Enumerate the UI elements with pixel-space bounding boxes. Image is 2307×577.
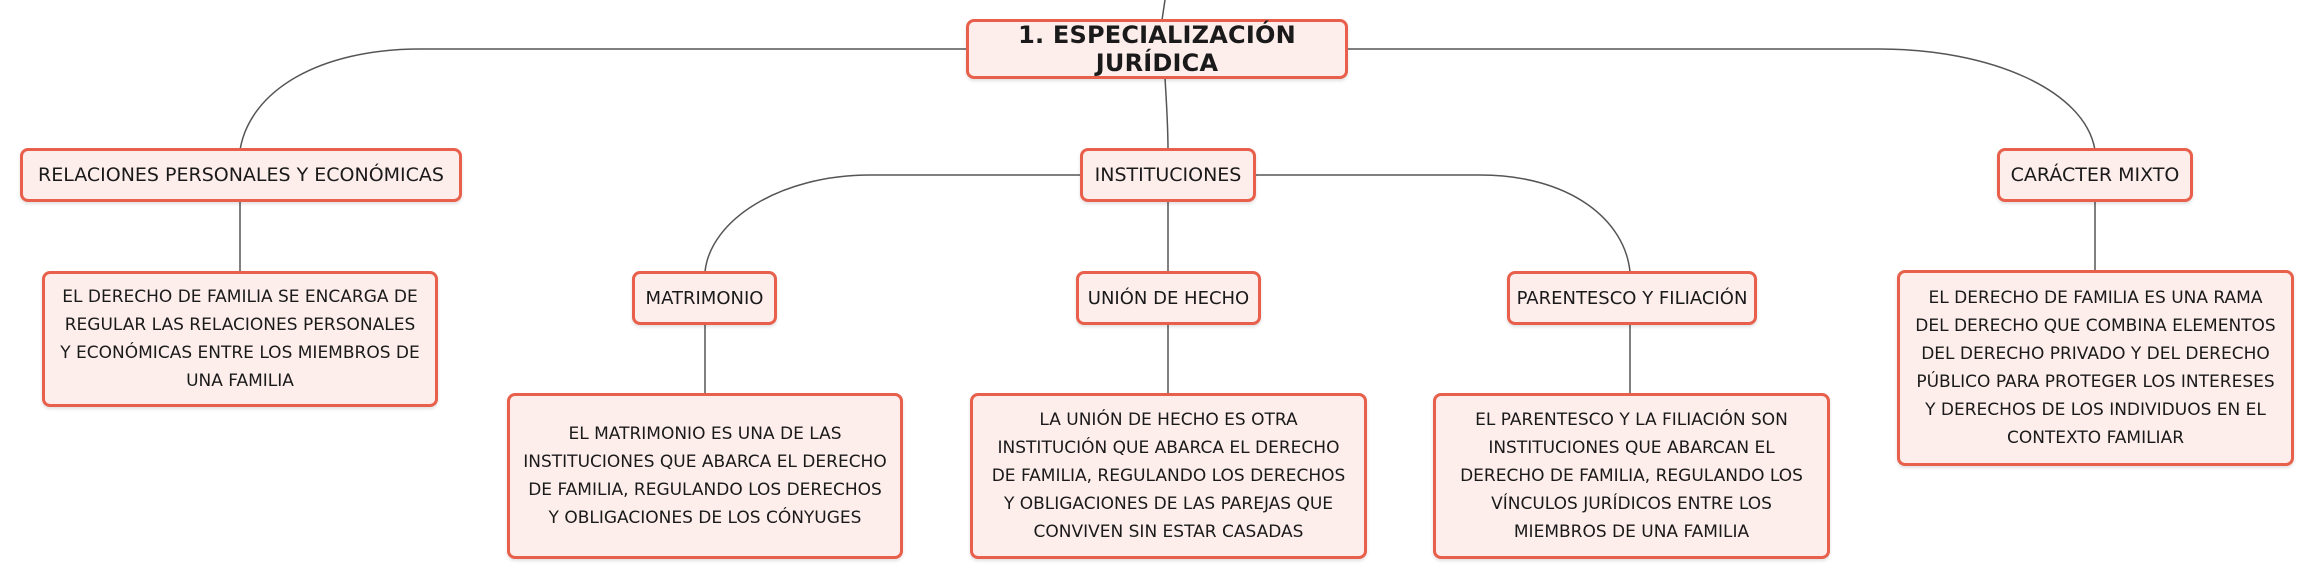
connector-parent-to-root — [1161, 0, 1166, 21]
node-matrimonio-label: MATRIMONIO — [645, 287, 764, 309]
desc-relaciones[interactable]: EL DERECHO DE FAMILIA SE ENCARGA DE REGU… — [42, 271, 438, 407]
node-caracter-mixto-label: CARÁCTER MIXTO — [2010, 164, 2180, 186]
connector-inst-matrimonio — [704, 174, 1082, 273]
node-relaciones[interactable]: RELACIONES PERSONALES Y ECONÓMICAS — [20, 148, 462, 202]
node-matrimonio[interactable]: MATRIMONIO — [632, 271, 777, 325]
node-caracter-mixto[interactable]: CARÁCTER MIXTO — [1997, 148, 2193, 202]
node-union-de-hecho-label: UNIÓN DE HECHO — [1087, 287, 1250, 309]
node-parentesco[interactable]: PARENTESCO Y FILIACIÓN — [1507, 271, 1757, 325]
desc-caracter-mixto[interactable]: EL DERECHO DE FAMILIA ES UNA RAMA DEL DE… — [1897, 270, 2294, 466]
connector-root-mixto — [1348, 48, 2096, 151]
root-title: 1. ESPECIALIZACIÓN JURÍDICA — [1018, 21, 1296, 77]
connector-root-instituciones — [1164, 77, 1169, 151]
desc-matrimonio-text: EL MATRIMONIO ES UNA DE LAS INSTITUCIONE… — [523, 424, 887, 528]
desc-parentesco-text: EL PARENTESCO Y LA FILIACIÓN SON INSTITU… — [1460, 410, 1803, 542]
desc-caracter-mixto-text: EL DERECHO DE FAMILIA ES UNA RAMA DEL DE… — [1915, 288, 2276, 448]
node-instituciones[interactable]: INSTITUCIONES — [1080, 148, 1256, 202]
desc-union-de-hecho-text: LA UNIÓN DE HECHO ES OTRA INSTITUCIÓN QU… — [991, 410, 1346, 542]
connector-root-relaciones — [239, 48, 970, 151]
desc-relaciones-text: EL DERECHO DE FAMILIA SE ENCARGA DE REGU… — [60, 287, 420, 391]
root-node[interactable]: 1. ESPECIALIZACIÓN JURÍDICA — [966, 19, 1348, 79]
desc-matrimonio[interactable]: EL MATRIMONIO ES UNA DE LAS INSTITUCIONE… — [507, 393, 903, 559]
node-relaciones-label: RELACIONES PERSONALES Y ECONÓMICAS — [38, 164, 444, 186]
node-parentesco-label: PARENTESCO Y FILIACIÓN — [1516, 287, 1748, 309]
node-union-de-hecho[interactable]: UNIÓN DE HECHO — [1076, 271, 1261, 325]
desc-union-de-hecho[interactable]: LA UNIÓN DE HECHO ES OTRA INSTITUCIÓN QU… — [970, 393, 1367, 559]
desc-parentesco[interactable]: EL PARENTESCO Y LA FILIACIÓN SON INSTITU… — [1433, 393, 1830, 559]
node-instituciones-label: INSTITUCIONES — [1094, 164, 1242, 186]
connector-inst-parentesco — [1255, 174, 1631, 273]
